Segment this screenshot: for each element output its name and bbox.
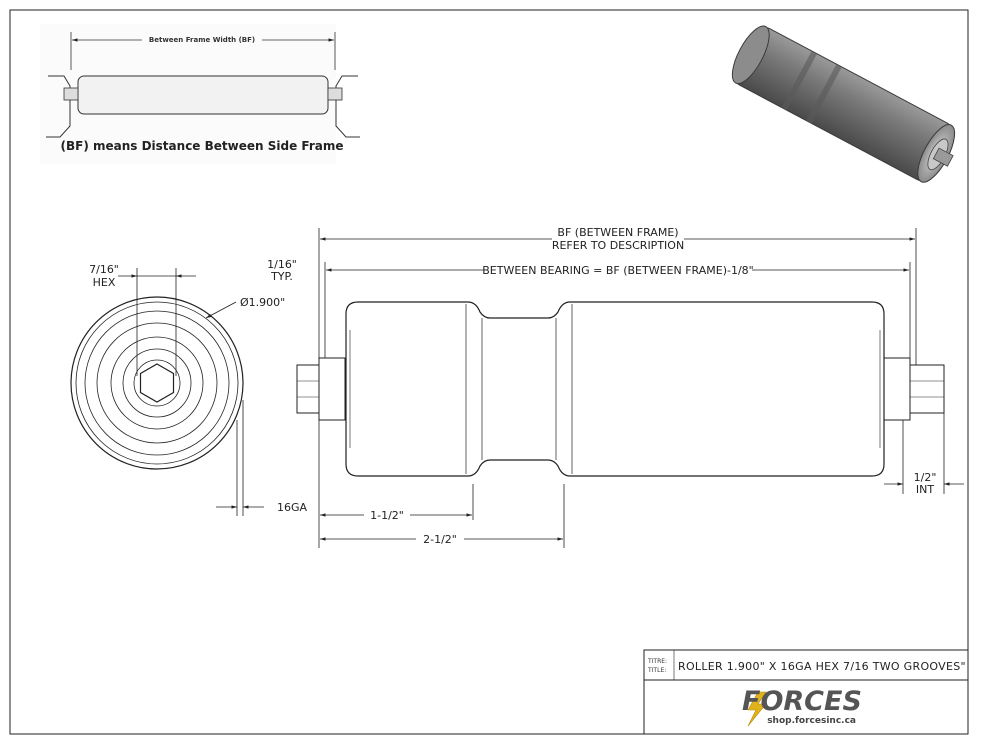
hex-dimension: 7/16" HEX — [89, 263, 196, 376]
int-label: INT — [916, 483, 934, 496]
roller-side-view — [296, 301, 945, 477]
hex-shaft-icon — [139, 363, 175, 403]
roller-end-view — [70, 296, 244, 470]
bearing-dimension: BETWEEN BEARING = BF (BETWEEN FRAME)-1/8… — [326, 262, 911, 358]
lightning-bolt-icon — [747, 691, 767, 727]
typ-label: TYP. — [270, 270, 293, 283]
title-field-label-en: TITLE: — [647, 667, 666, 674]
bf-label: BF (BETWEEN FRAME) — [557, 226, 678, 239]
typ-size-label: 1/16" — [267, 258, 297, 271]
diameter-dimension: Ø1.900" — [205, 296, 285, 319]
int-size-label: 1/2" — [914, 471, 937, 484]
diameter-label: Ø1.900" — [240, 296, 285, 309]
inset-title: Between Frame Width (BF) — [149, 36, 255, 44]
forces-logo: FORCES — [742, 686, 862, 717]
bf-dimension: BF (BETWEEN FRAME) REFER TO DESCRIPTION — [318, 226, 917, 365]
groove2-dimension: 2-1/2" — [320, 484, 565, 548]
bf-inset-diagram: Between Frame Width (BF) (BF) means Dist… — [40, 24, 360, 164]
bf-note: REFER TO DESCRIPTION — [552, 239, 684, 252]
title-field-label-fr: TITRE: — [647, 658, 667, 665]
bearing-label: BETWEEN BEARING = BF (BETWEEN FRAME)-1/8… — [482, 264, 753, 277]
roller-3d-render — [731, 25, 956, 183]
groove2-label: 2-1/2" — [423, 533, 457, 546]
sheet-border — [9, 9, 969, 735]
typ-dimension: 1/16" TYP. — [267, 258, 326, 358]
hex-size-label: 7/16" — [89, 263, 119, 276]
title-block: TITRE: TITLE: ROLLER 1.900" X 16GA HEX 7… — [643, 649, 969, 735]
gauge-dimension: 16GA — [216, 400, 308, 516]
inset-caption: (BF) means Distance Between Side Frame — [61, 139, 344, 153]
website-label: shop.forcesinc.ca — [767, 716, 856, 726]
groove1-dimension: 1-1/2" — [318, 420, 474, 548]
gauge-label: 16GA — [277, 501, 308, 514]
drawing-title: ROLLER 1.900" X 16GA HEX 7/16 TWO GROOVE… — [678, 660, 966, 673]
hex-label: HEX — [93, 276, 116, 289]
int-dimension: 1/2" INT — [884, 413, 964, 496]
groove1-label: 1-1/2" — [370, 509, 404, 522]
